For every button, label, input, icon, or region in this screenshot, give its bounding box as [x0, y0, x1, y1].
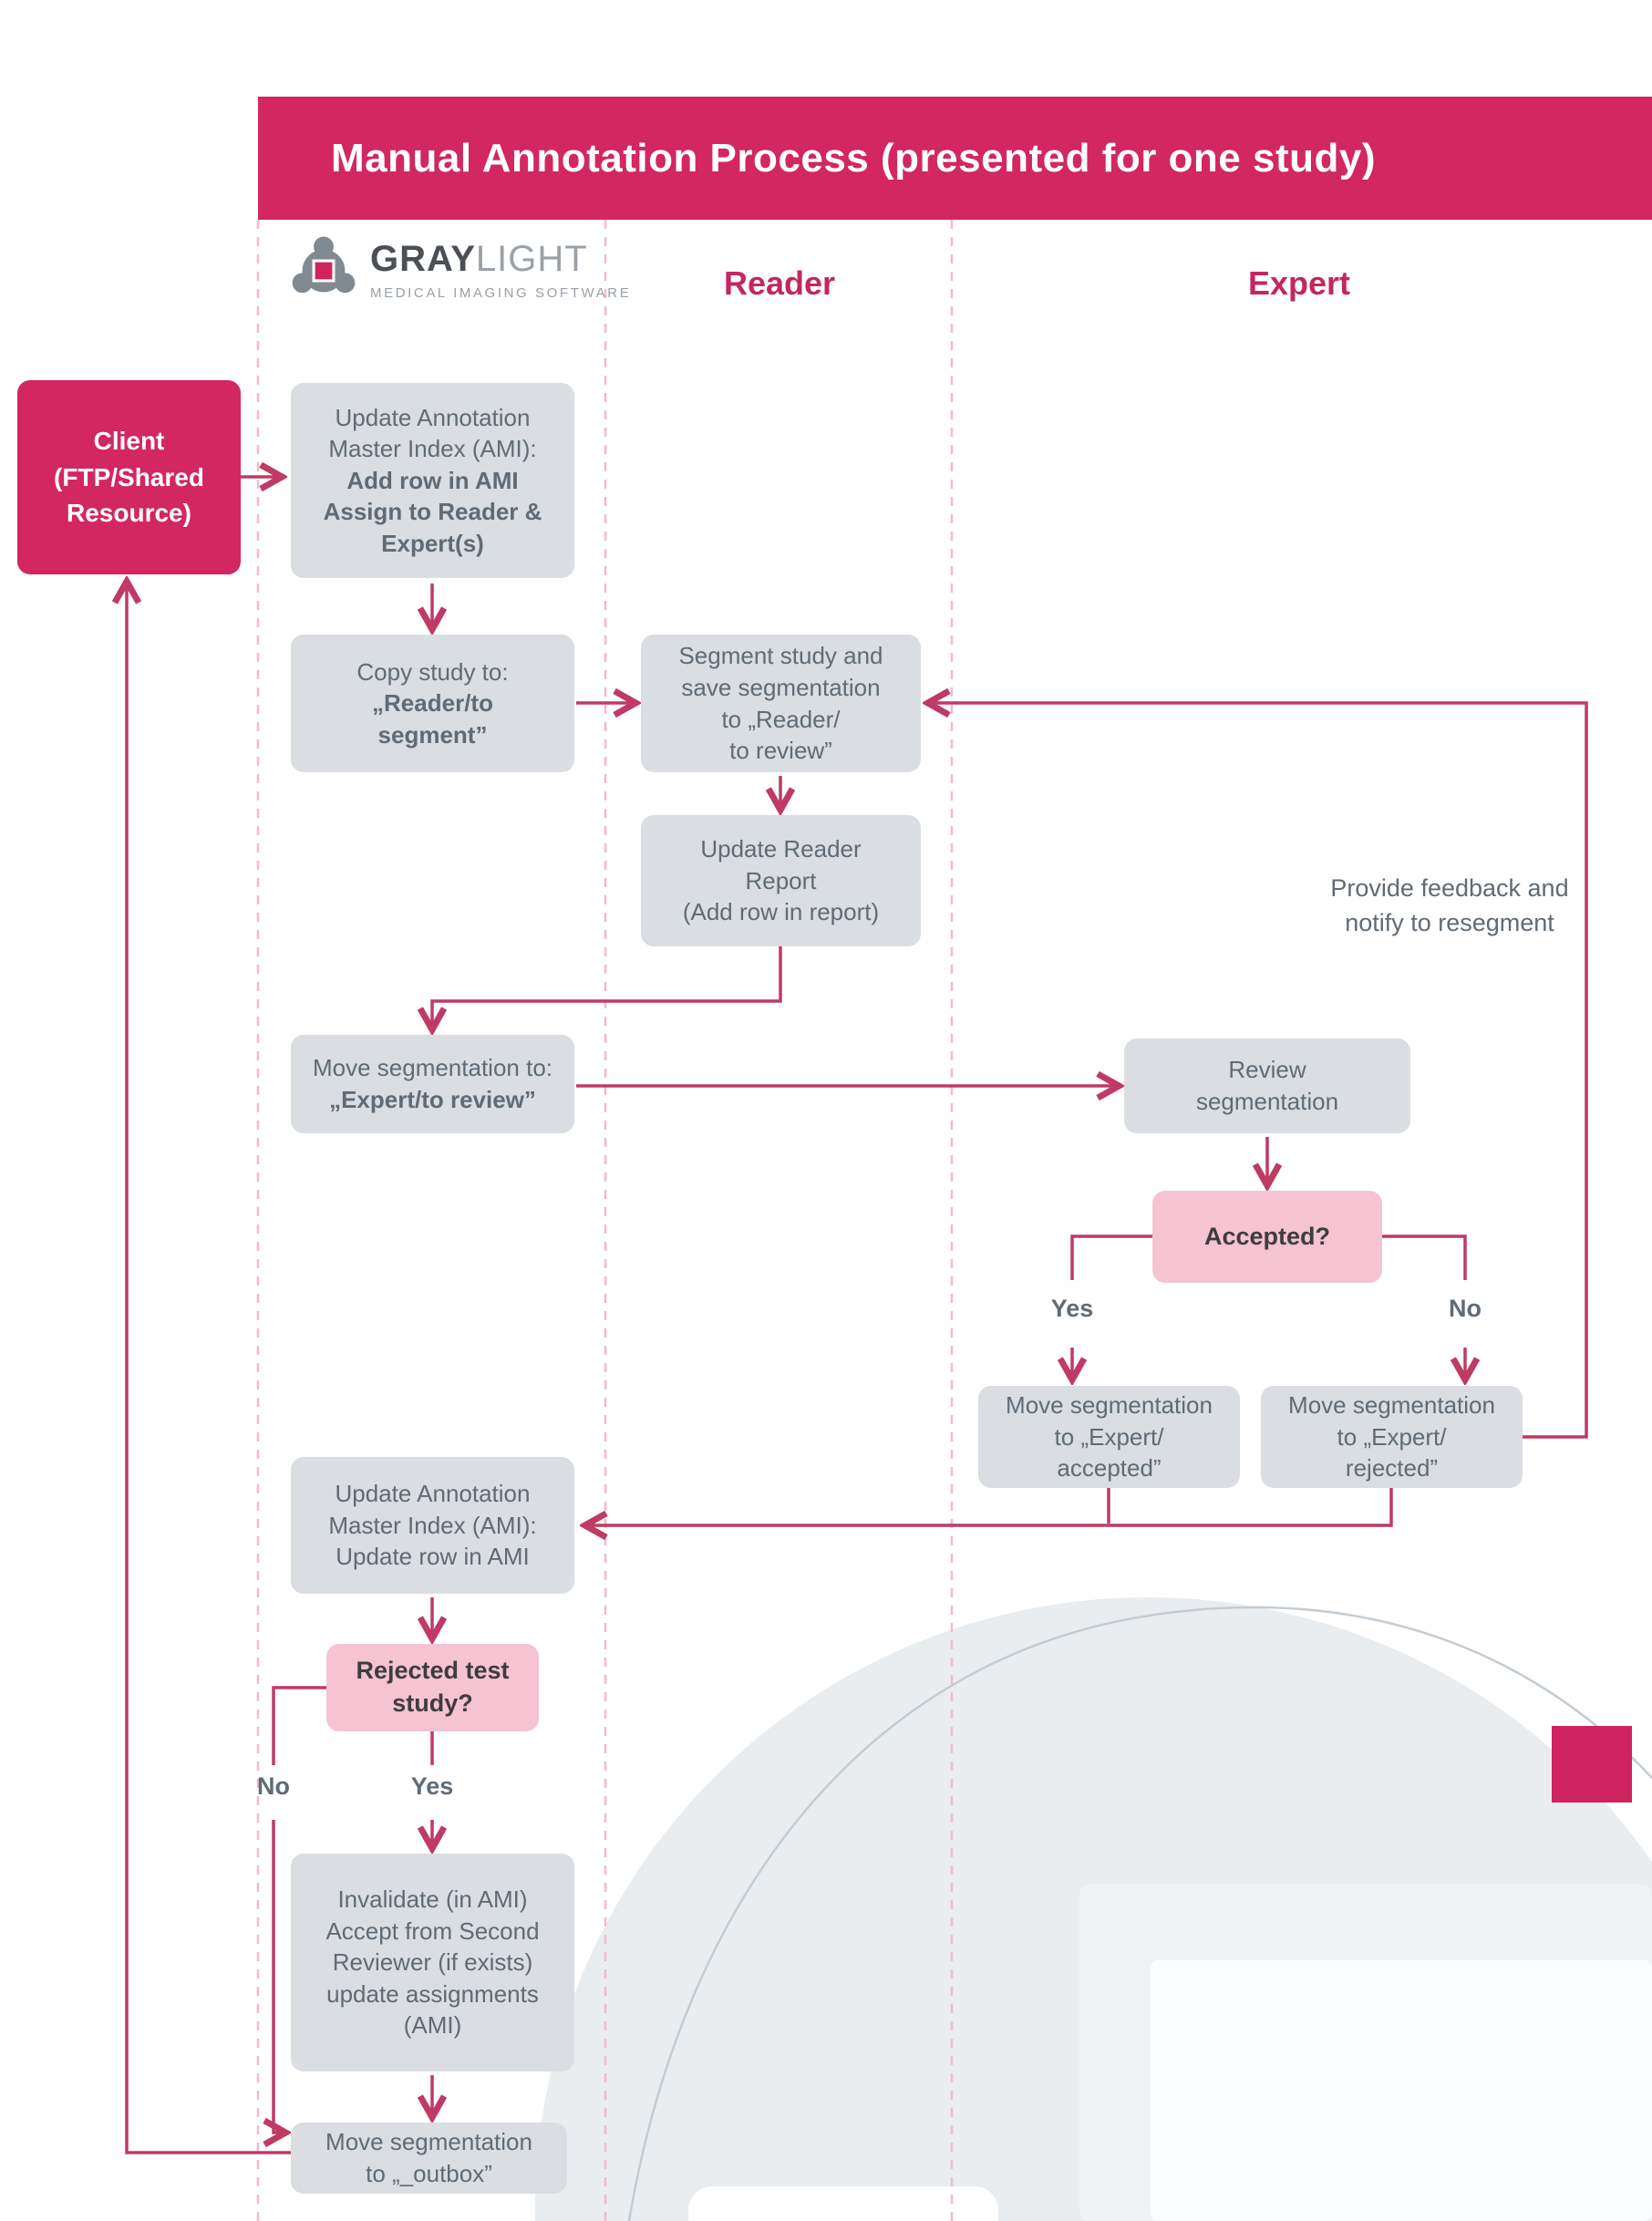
node-text: Move segmentation to „_outbox”: [325, 2128, 532, 2187]
arrow-to-ami-update: [589, 1488, 1393, 1525]
logo-text-light: LIGHT: [475, 239, 588, 279]
label-provide-feedback: Provide feedback and notify to resegment: [1330, 874, 1569, 936]
logo-wordmark: GRAYLIGHT MEDICAL IMAGING SOFTWARE: [370, 235, 631, 301]
logo-icon: [292, 236, 356, 294]
node-text: Move segmentation to:: [312, 1054, 553, 1082]
arrow-outbox-to-client: [127, 585, 291, 2154]
node-text-bold: Add row in AMI Assign to Reader & Expert…: [323, 466, 542, 557]
client-box: Client (FTP/Shared Resource): [17, 380, 241, 574]
node-text: Update Reader Report (Add row in report): [682, 835, 880, 926]
label-yes-graylight: Yes: [410, 1772, 454, 1800]
page-title: Manual Annotation Process (presented for…: [331, 135, 1376, 181]
deco-rect-outer: [1079, 1885, 1652, 2221]
node-decision-accepted: Accepted?: [1152, 1191, 1382, 1283]
lane-heading-reader: Reader: [723, 264, 836, 302]
node-text: Rejected test study?: [356, 1657, 510, 1717]
node-review-segmentation: Review segmentation: [1124, 1038, 1410, 1133]
node-update-reader-report: Update Reader Report (Add row in report): [641, 815, 921, 946]
node-text-bold: „Reader/to segment”: [372, 689, 493, 749]
blob-shape: [535, 1597, 1652, 2221]
label-no-expert: No: [1449, 1295, 1482, 1322]
node-move-to-rejected: Move segmentation to „Expert/ rejected”: [1261, 1386, 1523, 1488]
graylight-logo: GRAYLIGHT MEDICAL IMAGING SOFTWARE: [288, 235, 631, 306]
node-text: Move segmentation to „Expert/ rejected”: [1288, 1391, 1495, 1482]
node-update-ami-add-row: Update Annotation Master Index (AMI): Ad…: [291, 383, 574, 578]
arrow-rejected-no-elbow: [272, 1686, 326, 1765]
node-text: Update Annotation Master Index (AMI): Up…: [328, 1480, 537, 1571]
deco-rect-inner: [1151, 1960, 1652, 2221]
brand-square: [1552, 1726, 1632, 1803]
node-invalidate-in-ami: Invalidate (in AMI) Accept from Second R…: [291, 1854, 574, 2071]
node-text: Accepted?: [1203, 1222, 1331, 1250]
node-text: Update Annotation Master Index (AMI):: [328, 403, 537, 463]
logo-subtitle: MEDICAL IMAGING SOFTWARE: [370, 285, 632, 301]
node-text: Copy study to:: [356, 657, 509, 686]
node-copy-study: Copy study to: „Reader/to segment”: [291, 635, 574, 772]
node-text: Move segmentation to „Expert/ accepted”: [1006, 1391, 1213, 1482]
deco-notch: [688, 2186, 998, 2221]
arrow-report-to-move-review: [432, 946, 782, 1026]
node-update-ami-row: Update Annotation Master Index (AMI): Up…: [291, 1457, 574, 1594]
curve-line: [627, 1606, 1652, 2221]
node-text-bold: „Expert/to review”: [329, 1086, 536, 1113]
arrow-rejected-no-to-outbox: [274, 1820, 282, 2133]
node-decision-rejected-test-study: Rejected test study?: [326, 1644, 539, 1731]
arrow-yes-elbow: [1070, 1234, 1152, 1280]
lane-heading-expert: Expert: [1247, 264, 1351, 302]
node-move-segmentation-to-review: Move segmentation to: „Expert/to review”: [291, 1035, 574, 1133]
arrow-no-elbow: [1382, 1234, 1467, 1280]
node-move-to-accepted: Move segmentation to „Expert/ accepted”: [978, 1386, 1240, 1488]
label-no-graylight: No: [257, 1772, 290, 1800]
node-text: Segment study and save segmentation to „…: [678, 642, 883, 765]
logo-text-gray: GRAY: [370, 239, 476, 279]
label-yes-expert: Yes: [1050, 1295, 1094, 1322]
node-segment-study: Segment study and save segmentation to „…: [641, 635, 921, 772]
header-bar: Manual Annotation Process (presented for…: [258, 97, 1652, 220]
node-text: Review segmentation: [1195, 1056, 1339, 1115]
node-move-to-outbox: Move segmentation to „_outbox”: [291, 2123, 567, 2194]
node-text: Invalidate (in AMI) Accept from Second R…: [325, 1885, 540, 2040]
